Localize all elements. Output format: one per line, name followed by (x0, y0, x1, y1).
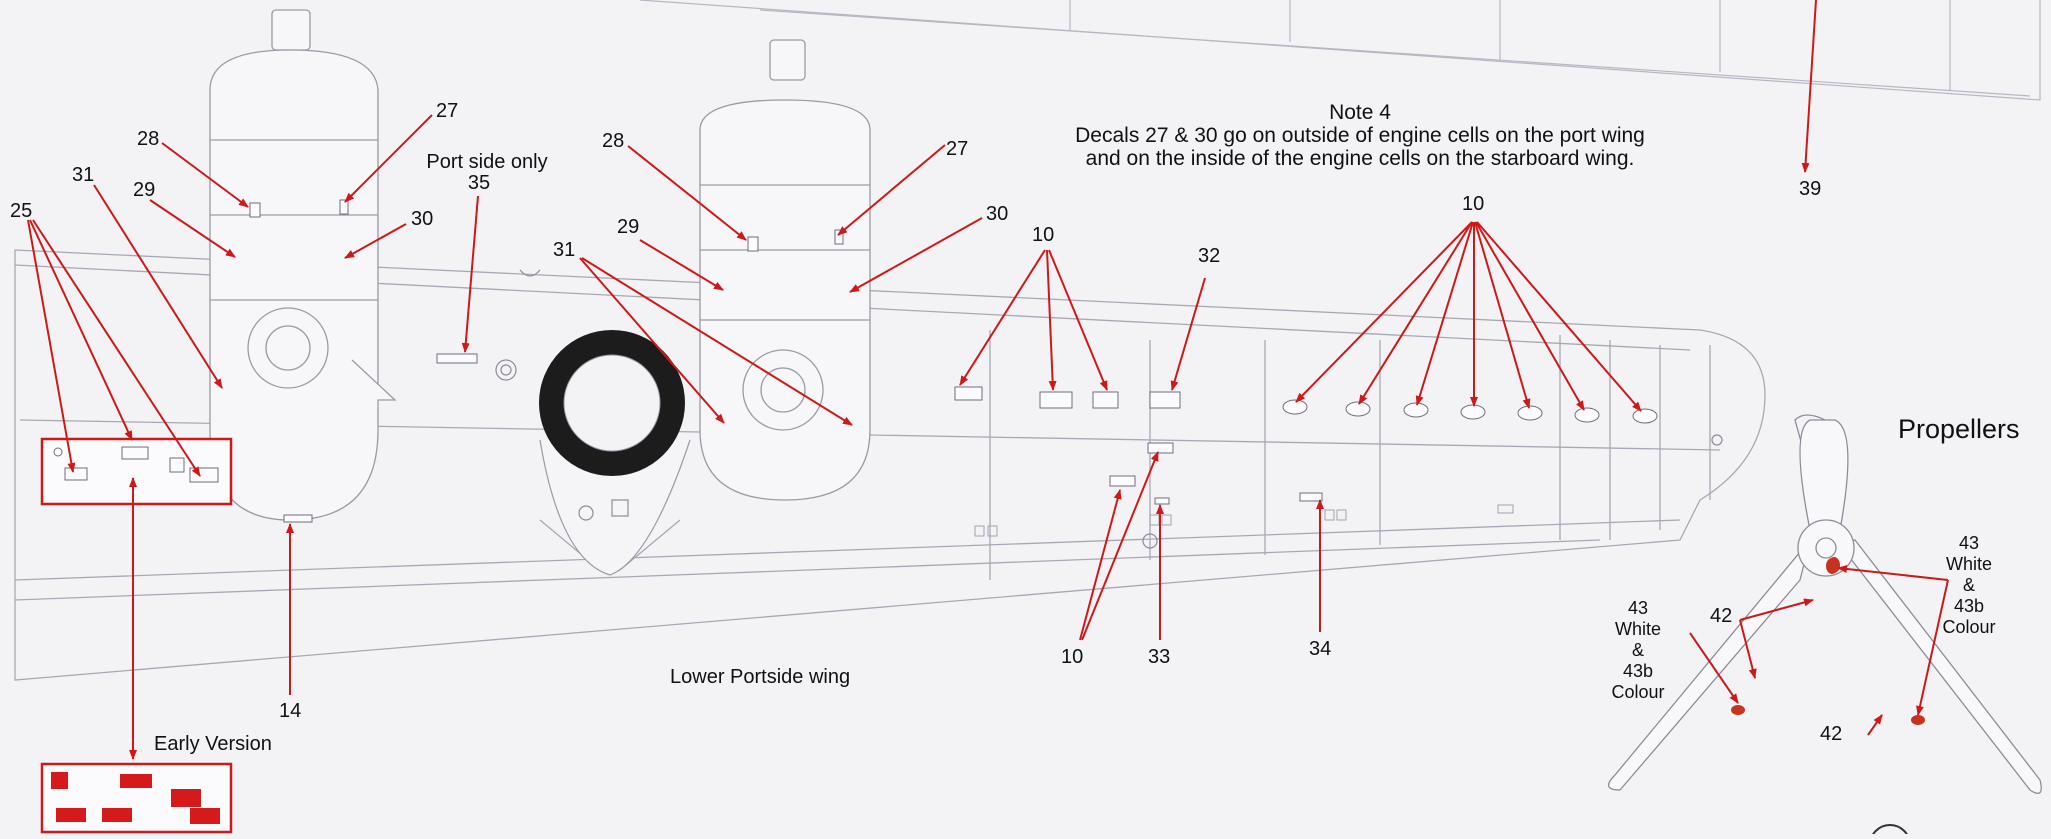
callout-10: 10 (1032, 224, 1055, 246)
inset-box-25 (40, 437, 233, 506)
callout-42-lower: 42 (1820, 723, 1843, 745)
callout-43-left: 43 White & 43b Colour (1611, 598, 1665, 702)
fairing (539, 439, 691, 576)
callout-10-lower: 10 (1061, 646, 1084, 668)
callout-43-right: 43 White & 43b Colour (1942, 533, 1996, 637)
callout-35: 35 (467, 172, 491, 194)
callout-29: 29 (133, 179, 156, 201)
leader-arrows (27, 0, 1949, 760)
callout-34: 34 (1309, 638, 1332, 660)
callout-31: 31 (72, 164, 95, 186)
callout-27: 27 (436, 100, 459, 122)
callout-33: 33 (1148, 646, 1171, 668)
callout-30-inner: 30 (986, 203, 1009, 225)
note-line-2: and on the inside of the engine cells on… (1085, 147, 1635, 170)
stencil-decals (249, 199, 1323, 523)
roundel (539, 330, 685, 476)
early-version-box (40, 762, 233, 834)
callout-42: 42 (1710, 605, 1733, 627)
callout-29-inner: 29 (617, 216, 640, 238)
callout-28-inner: 28 (602, 130, 625, 152)
upper-wing-outline (639, 0, 2041, 101)
note-line-1: Decals 27 & 30 go on outside of engine c… (1075, 124, 1645, 147)
propellers-title: Propellers (1898, 414, 2020, 444)
wing-small-circles (495, 269, 1723, 549)
early-version-label: Early Version (154, 733, 272, 755)
callout-10-group: 10 (1462, 193, 1485, 215)
inner-engine-nacelle (699, 39, 871, 501)
propeller (1608, 414, 2042, 794)
callout-30: 30 (411, 208, 434, 230)
wing-title: Lower Portside wing (670, 666, 851, 688)
propeller-red-tips (1828, 557, 1840, 573)
oval-decals (1282, 399, 1658, 424)
callout-27-inner: 27 (946, 138, 969, 160)
callout-14: 14 (279, 700, 302, 722)
callout-39: 39 (1799, 178, 1822, 200)
flap-hinges (974, 504, 1514, 537)
callout-32: 32 (1198, 245, 1221, 267)
fairing-details (578, 499, 629, 521)
propeller-decals (1731, 558, 1925, 725)
note-4: Note 4 Decals 27 & 30 go on outside of e… (1075, 101, 1645, 170)
note-heading: Note 4 (1329, 101, 1391, 124)
outer-engine-nacelle (209, 9, 397, 521)
callout-28: 28 (137, 128, 160, 150)
port-side-label: Port side only (426, 151, 548, 173)
propeller-center-icon (1869, 824, 1911, 839)
callout-31-inner: 31 (553, 239, 576, 261)
callout-25: 25 (10, 200, 33, 222)
